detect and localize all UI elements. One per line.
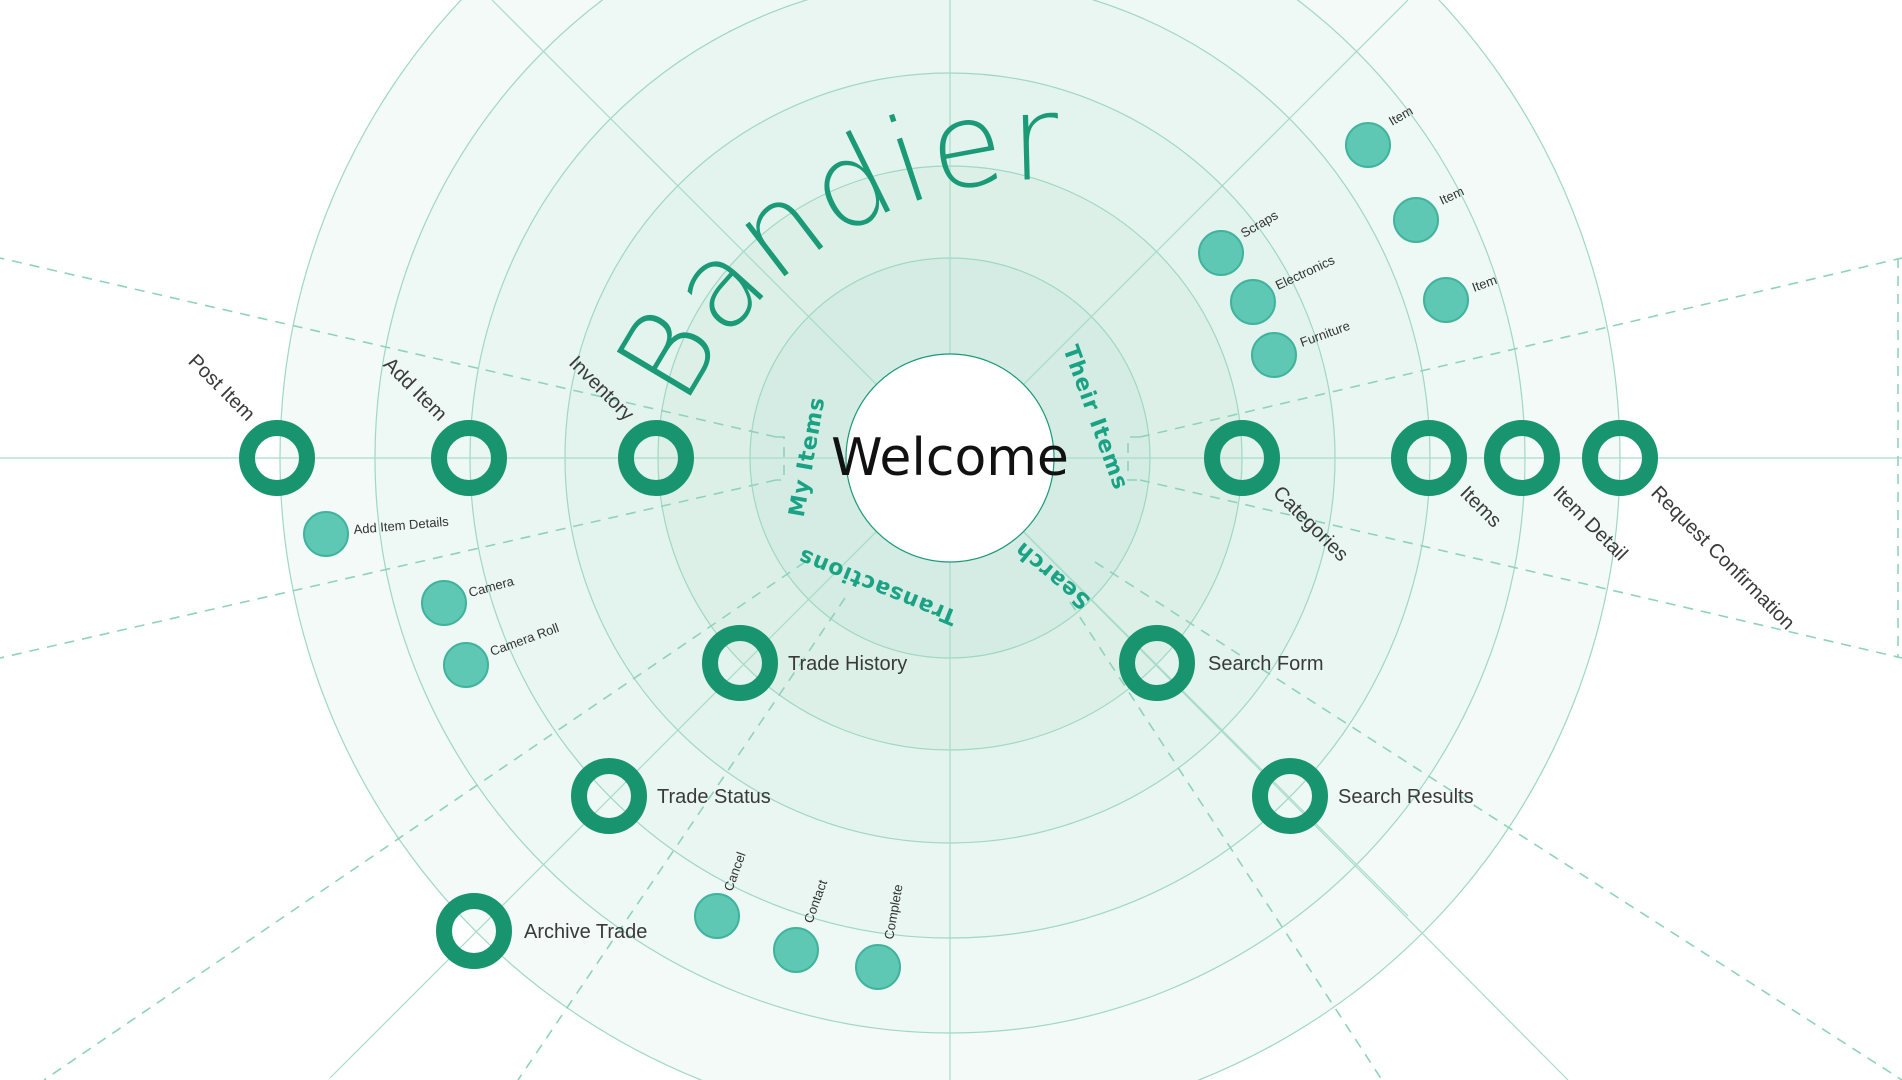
node-complete-dot[interactable] [855, 944, 901, 990]
node-contact-dot[interactable] [773, 927, 819, 973]
my-items-connector-upper [0, 257, 777, 438]
node-item-3-dot[interactable] [1423, 277, 1469, 323]
node-search-form[interactable]: Search Form [1119, 625, 1324, 701]
node-items-ring[interactable] [1391, 420, 1467, 496]
my-items-connector-lower [0, 479, 777, 659]
node-search-results-ring[interactable] [1252, 758, 1328, 834]
node-post-item-ring[interactable] [239, 420, 315, 496]
node-cancel-dot[interactable] [694, 893, 740, 939]
node-search-results-label: Search Results [1338, 786, 1474, 808]
node-scraps-dot[interactable] [1198, 230, 1244, 276]
welcome-hub-circle[interactable] [845, 353, 1055, 563]
node-add-item-ring[interactable] [431, 420, 507, 496]
node-search-results[interactable]: Search Results [1252, 758, 1474, 834]
node-request-confirmation[interactable]: Request Confirmation [1582, 420, 1799, 634]
node-search-form-ring[interactable] [1119, 625, 1195, 701]
their-items-connector-lower [1139, 479, 1902, 659]
their-items-connector-upper [1139, 257, 1902, 438]
node-trade-status[interactable]: Trade Status [571, 758, 771, 834]
node-trade-history[interactable]: Trade History [702, 625, 907, 701]
welcome-hub[interactable]: Welcome [831, 353, 1069, 563]
my-items-bracket [776, 436, 785, 481]
node-furniture-dot[interactable] [1251, 332, 1297, 378]
radial-line [949, 457, 1569, 1080]
node-trade-status-ring[interactable] [571, 758, 647, 834]
their-items-bracket [1127, 436, 1140, 481]
node-post-item-label: Post Item [184, 350, 259, 425]
node-archive-trade-label: Archive Trade [524, 921, 647, 943]
search-connector-left [1069, 601, 1383, 1080]
node-item-detail-ring[interactable] [1484, 420, 1560, 496]
node-archive-trade-ring[interactable] [436, 893, 512, 969]
node-trade-history-label: Trade History [788, 653, 907, 675]
node-categories-ring[interactable] [1204, 420, 1280, 496]
node-request-confirmation-ring[interactable] [1582, 420, 1658, 496]
node-trade-history-ring[interactable] [702, 625, 778, 701]
node-camera-dot[interactable] [421, 580, 467, 626]
node-item-1-dot[interactable] [1345, 122, 1391, 168]
node-camera-roll-dot[interactable] [443, 642, 489, 688]
node-item-2-dot[interactable] [1393, 197, 1439, 243]
node-archive-trade[interactable]: Archive Trade [436, 893, 647, 969]
radial-line [329, 0, 1409, 1079]
node-add-item-details-dot[interactable] [303, 511, 349, 557]
search-connector-right [1094, 561, 1902, 1080]
node-request-confirmation-label: Request Confirmation [1646, 482, 1798, 634]
node-inventory-ring[interactable] [618, 420, 694, 496]
welcome-label: Welcome [831, 428, 1069, 488]
node-trade-status-label: Trade Status [657, 786, 771, 808]
dashed-connectors [0, 257, 1902, 1080]
node-electronics-dot[interactable] [1230, 279, 1276, 325]
transactions-connector-right [517, 597, 846, 1080]
transactions-connector-left [43, 561, 806, 1080]
node-search-form-label: Search Form [1208, 653, 1324, 675]
